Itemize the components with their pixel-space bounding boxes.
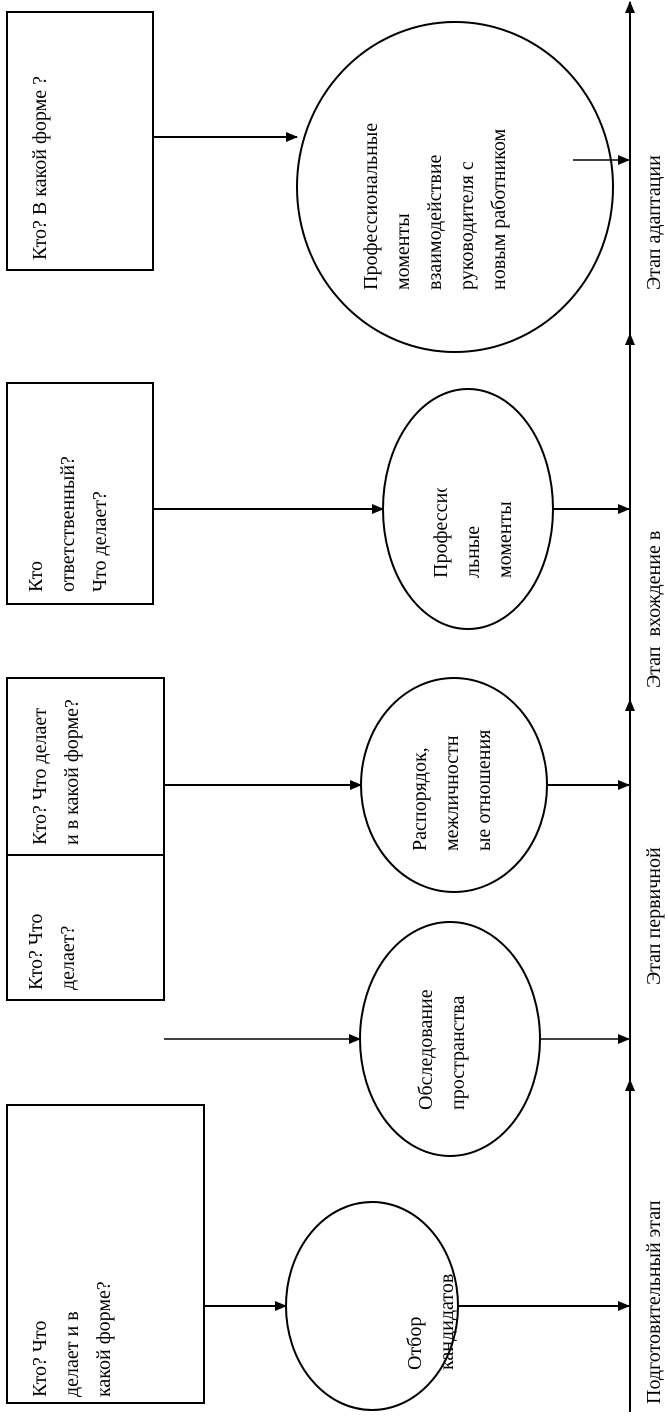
question-box-3	[6, 677, 165, 856]
stage-label-4: Этап вхождение в	[643, 530, 665, 688]
question-box-4	[6, 382, 154, 605]
topic-text-1: Отбор кандидатов	[404, 1273, 458, 1370]
stage-label-2: Этап первичной	[643, 847, 665, 985]
question-box-2	[6, 844, 165, 1001]
topic-text-4: Профессиона льные моменты	[430, 488, 516, 578]
question-box-1	[6, 1104, 205, 1404]
question-text-1: Кто? Что делает и в какой форме?	[29, 1281, 115, 1397]
topic-text-3: Распорядок, межличностн ые отношения	[409, 729, 495, 851]
question-text-4: Кто ответственный? Что делает?	[25, 456, 111, 592]
topic-text-2: Обследование пространства	[415, 989, 469, 1110]
stage-label-1: Подготовительный этап	[643, 1200, 665, 1404]
question-text-3: Кто? Что делает и в какой форме?	[29, 699, 83, 845]
question-text-2: Кто? Что делает?	[25, 913, 79, 990]
question-text-5: Кто? В какой форме ?	[29, 75, 51, 260]
topic-ellipse-5	[296, 21, 614, 353]
stage-label-5: Этап адаптации	[643, 155, 665, 290]
question-box-5	[6, 11, 154, 271]
topic-text-5: Профессиональные моменты взаимодействие …	[360, 122, 510, 290]
